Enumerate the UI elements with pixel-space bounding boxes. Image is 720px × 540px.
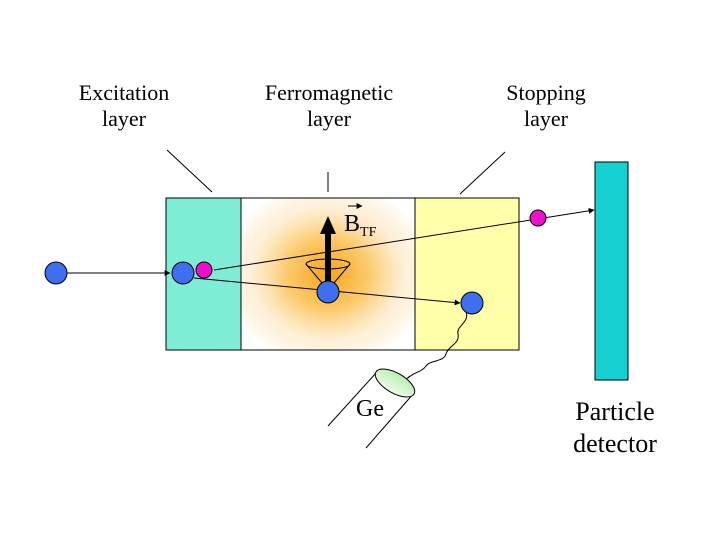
excitation-label-line2: layer [102, 106, 146, 131]
gamma-ray-path [407, 311, 468, 379]
spin-arrow-head [320, 216, 336, 234]
field-subscript: TF [360, 225, 377, 240]
stopping-layer-label: Stopping layer [486, 80, 606, 132]
excited-nucleus [171, 261, 195, 285]
particle-detector [594, 161, 629, 381]
ferromagnetic-label-line1: Ferromagnetic [264, 80, 394, 105]
particle-detector-label: Particle detector [550, 396, 680, 460]
ferromagnetic-label-line2: layer [307, 106, 351, 131]
ge-detector-side-2 [365, 392, 415, 449]
excitation-label-line1: Excitation [78, 80, 170, 105]
detector-label-line2: detector [573, 429, 657, 458]
excitation-pointer [166, 149, 213, 193]
field-label: BTF [344, 211, 377, 240]
ge-label: Ge [356, 396, 384, 422]
excitation-layer-label: Excitation layer [64, 80, 184, 132]
scattered-ejectile [529, 209, 547, 227]
ge-detector-side-1 [327, 372, 377, 427]
precessing-nucleus [316, 280, 340, 304]
stopping-pointer [459, 151, 506, 195]
ferromagnetic-layer-label: Ferromagnetic layer [249, 80, 409, 132]
incoming-nucleus [44, 261, 68, 285]
detector-label-line1: Particle [575, 397, 655, 426]
stopping-layer [414, 197, 520, 351]
stopping-label-line1: Stopping [506, 80, 586, 105]
spin-arrow-shaft [325, 232, 331, 288]
stopped-nucleus [460, 291, 484, 315]
stopping-label-line2: layer [524, 106, 568, 131]
ge-detector-face [374, 368, 416, 398]
target-ejectile [195, 261, 213, 279]
